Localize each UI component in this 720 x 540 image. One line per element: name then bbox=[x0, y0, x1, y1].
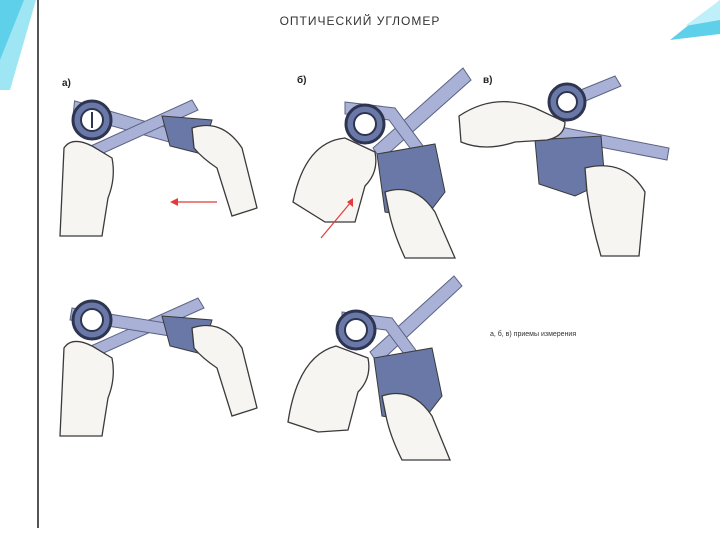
left-hand bbox=[288, 346, 369, 432]
figure-caption: а, б, в) приемы измерения bbox=[490, 331, 576, 338]
illustration-panel-a bbox=[52, 88, 262, 238]
right-hand bbox=[585, 166, 645, 256]
left-border-line bbox=[37, 0, 39, 528]
page-title: ОПТИЧЕСКИЙ УГЛОМЕР bbox=[0, 14, 720, 28]
left-hand bbox=[293, 138, 376, 222]
right-hand bbox=[192, 326, 257, 417]
illustration-panel-v bbox=[455, 72, 680, 262]
illustration-panel-b bbox=[285, 62, 475, 262]
right-hand bbox=[382, 394, 450, 461]
left-hand bbox=[60, 341, 113, 436]
illustration-panel-g bbox=[52, 288, 262, 438]
left-hand bbox=[60, 141, 113, 236]
illustration-panel-d bbox=[282, 272, 472, 462]
red-arrow bbox=[170, 198, 217, 206]
right-hand bbox=[385, 190, 455, 259]
